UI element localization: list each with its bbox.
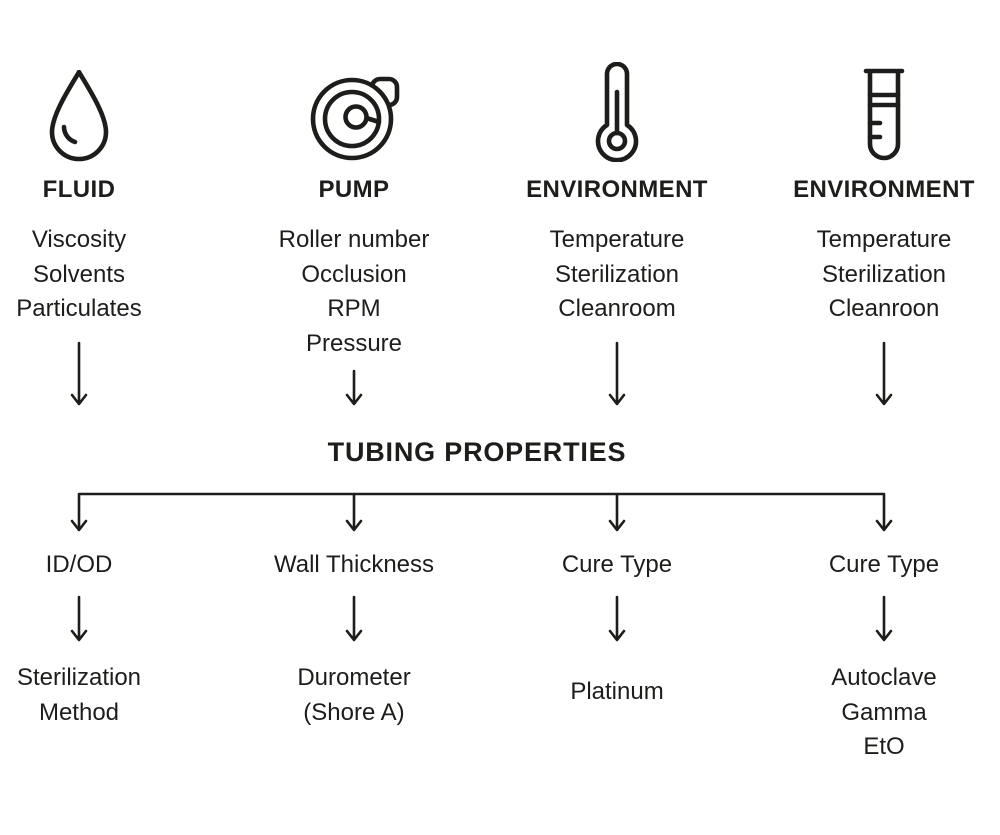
factor-item: Cleanroom xyxy=(558,295,676,322)
input-heading: PUMP xyxy=(318,176,390,203)
branch-connector xyxy=(70,492,893,532)
factor-item: Pressure xyxy=(305,329,403,357)
down-arrow xyxy=(608,595,626,642)
detail-sterilization-method: Sterilization Method xyxy=(0,661,199,730)
output-column-idod: ID/OD xyxy=(0,550,199,580)
detail-line: Platinum xyxy=(570,678,664,705)
input-column-fluid: FLUID Viscosity Solvents Particulates xyxy=(0,0,199,327)
input-heading: ENVIRONMENT xyxy=(793,176,975,203)
factor-item: Temperature xyxy=(816,226,952,253)
factor-item: Occlusion xyxy=(301,260,407,288)
down-arrow xyxy=(345,595,363,642)
property-label: Wall Thickness xyxy=(273,551,435,578)
property-label: ID/OD xyxy=(45,551,113,578)
factor-list: Temperature Sterilization Cleanroom xyxy=(497,223,737,327)
detail-line: Durometer xyxy=(297,664,411,691)
factor-item: Roller number xyxy=(278,226,430,253)
down-arrow xyxy=(70,595,88,642)
down-arrow xyxy=(875,595,893,642)
factor-item: Viscosity xyxy=(31,226,127,253)
property-label: Cure Type xyxy=(561,551,673,578)
down-arrow xyxy=(70,341,88,406)
down-arrow xyxy=(608,341,626,406)
output-column-cure-type-1: Cure Type xyxy=(497,550,737,580)
diagram-title: TUBING PROPERTIES xyxy=(327,437,627,467)
detail-sterilization-types: Autoclave Gamma EtO xyxy=(764,661,1000,765)
thermometer-icon xyxy=(497,62,737,162)
input-heading: ENVIRONMENT xyxy=(526,176,708,203)
down-arrow xyxy=(875,341,893,406)
pump-icon xyxy=(234,62,474,162)
detail-line: (Shore A) xyxy=(303,698,405,726)
down-arrow xyxy=(345,369,363,406)
factor-item: Temperature xyxy=(549,226,685,253)
input-heading: FLUID xyxy=(42,176,116,203)
detail-line: Method xyxy=(38,698,120,726)
factor-item: Sterilization xyxy=(821,260,947,288)
input-column-environment-1: ENVIRONMENT Temperature Sterilization Cl… xyxy=(497,0,737,327)
detail-platinum: Platinum xyxy=(497,675,737,710)
detail-durometer: Durometer (Shore A) xyxy=(234,661,474,730)
detail-line: EtO xyxy=(863,733,905,760)
factor-item: Particulates xyxy=(16,295,142,322)
input-column-environment-2: ENVIRONMENT Temperature Sterilization Cl… xyxy=(764,0,1000,327)
property-label: Cure Type xyxy=(828,551,940,578)
detail-line: Gamma xyxy=(841,698,927,726)
drop-icon xyxy=(0,62,199,162)
factor-list: Roller number Occlusion RPM Pressure xyxy=(234,223,474,361)
test-tube-icon xyxy=(764,62,1000,162)
factor-item: Solvents xyxy=(32,260,126,288)
factor-list: Viscosity Solvents Particulates xyxy=(0,223,199,327)
detail-line: Autoclave xyxy=(831,664,937,691)
input-column-pump: PUMP Roller number Occlusion RPM Pressur… xyxy=(234,0,474,361)
output-column-cure-type-2: Cure Type xyxy=(764,550,1000,580)
factor-item: Cleanroon xyxy=(828,295,940,322)
output-column-wall-thickness: Wall Thickness xyxy=(234,550,474,580)
detail-line: Sterilization xyxy=(16,664,142,691)
factor-list: Temperature Sterilization Cleanroon xyxy=(764,223,1000,327)
factor-item: Sterilization xyxy=(554,260,680,288)
factor-item: RPM xyxy=(327,295,381,322)
